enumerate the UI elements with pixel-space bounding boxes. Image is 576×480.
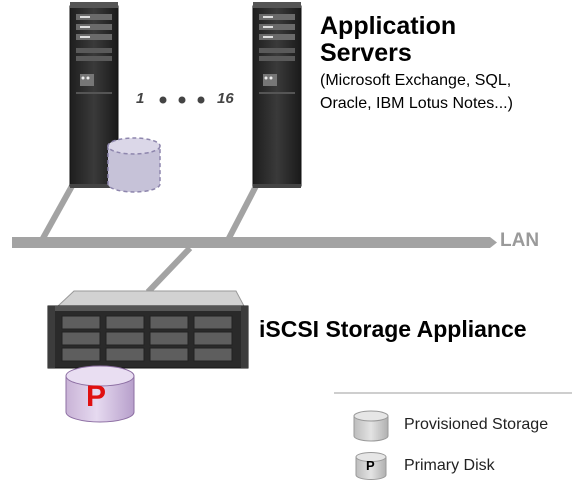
primary-disk-icon	[65, 365, 135, 423]
server1-lan-link	[39, 184, 75, 242]
server-16	[252, 2, 302, 188]
lan-bar-arrow	[490, 237, 497, 248]
storage-appliance	[47, 290, 249, 369]
servers-apps-line2: Oracle, IBM Lotus Notes...)	[320, 95, 513, 112]
servers-title-line1: Application	[320, 12, 457, 40]
storage-title: iSCSI Storage Appliance	[259, 316, 527, 342]
server-range-start: 1	[136, 90, 145, 107]
server2-lan-link	[225, 184, 259, 242]
ellipsis-dot	[178, 96, 186, 104]
servers-title-line2: Servers	[320, 39, 412, 67]
lan-storage-link	[145, 245, 193, 295]
ellipsis-dot	[197, 96, 205, 104]
server-1	[69, 2, 119, 188]
legend-provisioned-label: Provisioned Storage	[404, 416, 549, 433]
server-range-end: 16	[217, 90, 234, 107]
legend-provisioned-icon	[353, 410, 389, 442]
lan-label: LAN	[500, 230, 540, 251]
lan-bar	[12, 237, 490, 248]
legend-primary-letter: P	[366, 458, 375, 473]
legend-primary-icon	[355, 452, 387, 480]
servers-apps-line1: (Microsoft Exchange, SQL,	[320, 72, 512, 89]
ellipsis-dot	[159, 96, 167, 104]
primary-disk-letter: P	[86, 380, 107, 413]
legend-primary-label: Primary Disk	[404, 457, 495, 474]
provisioned-storage-icon	[107, 137, 161, 193]
